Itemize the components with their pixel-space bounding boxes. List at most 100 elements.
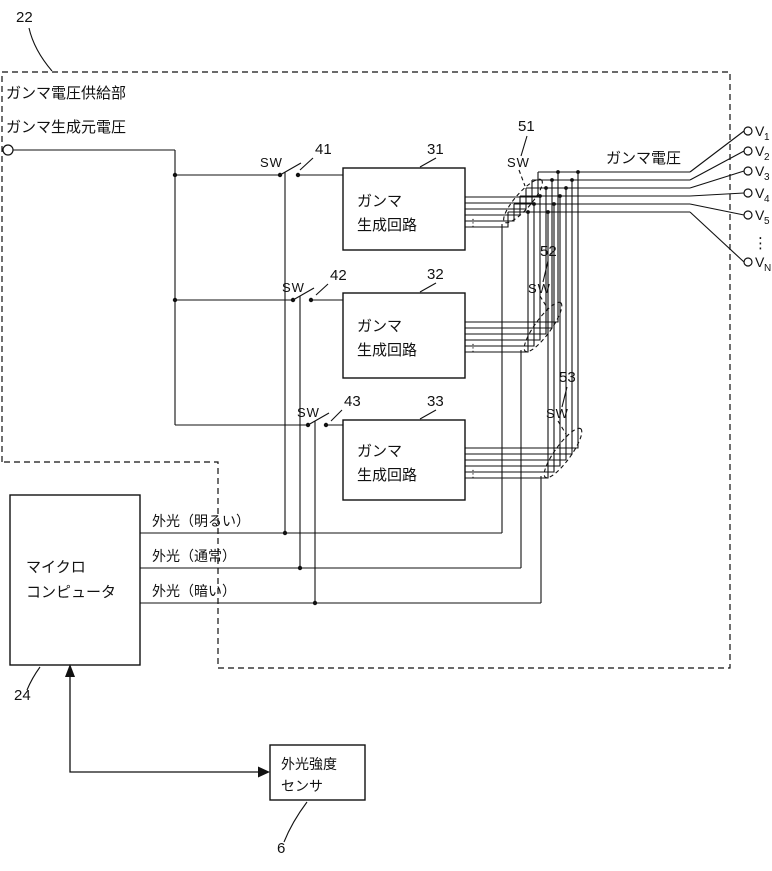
out-wire <box>465 188 567 461</box>
switch-43: SW 43 <box>175 393 361 428</box>
switch-group-51-ellipse <box>503 178 543 224</box>
ref-6-label: 6 <box>277 840 285 857</box>
out-wire <box>465 172 539 198</box>
out-wire <box>465 196 561 467</box>
lines-ellipsis: ⋮ <box>468 469 478 480</box>
out-wire <box>465 204 535 347</box>
ref-24-label: 24 <box>14 687 31 704</box>
contact-dot <box>295 172 301 178</box>
light-sensor: 外光強度 センサ 6 <box>269 744 366 857</box>
junction-dot <box>297 565 303 571</box>
switch-group-52: SW 52 <box>523 243 563 353</box>
out-wire <box>465 212 509 228</box>
supply-section-boundary <box>1 71 731 669</box>
contact-dot <box>290 297 296 303</box>
ref-22: 22 <box>16 9 53 72</box>
ref-22-leader <box>28 27 53 72</box>
contact-dot <box>305 422 311 428</box>
lines-ellipsis: ⋮ <box>468 218 478 229</box>
control-lines: 外光（明るい） 外光（通常） 外光（暗い） <box>140 172 542 606</box>
terminal-v5 <box>743 210 753 220</box>
source-bus <box>2 144 178 425</box>
sw51-leader <box>518 169 526 187</box>
supply-ref-label: 22 <box>16 9 33 26</box>
out-wire <box>465 212 529 353</box>
switch-43-arm <box>307 412 330 426</box>
terminal-v1 <box>743 126 753 136</box>
terminal-v2 <box>743 146 753 156</box>
switch-group-53-ellipse <box>543 427 583 479</box>
microcomputer-line1: マイクロ <box>26 559 86 576</box>
switch-42-arm <box>292 287 315 301</box>
terminal-v1-label: V <box>755 123 765 139</box>
terminal-v3-label: V <box>755 163 765 179</box>
ref-41-label: 41 <box>315 141 332 158</box>
gamma-gen-2-line2: 生成回路 <box>357 342 417 359</box>
junction-dot <box>312 600 318 606</box>
ref-52-leader <box>542 260 549 283</box>
fan-line <box>689 150 745 181</box>
junction-dot <box>282 530 288 536</box>
out-wire <box>465 188 527 210</box>
gamma-gen-rect-2 <box>342 292 466 379</box>
out-wire <box>465 212 549 479</box>
control-wire-dark <box>140 421 542 604</box>
ref-33-leader <box>419 409 437 420</box>
control-wire-bright <box>140 172 503 534</box>
out-wire <box>465 188 547 335</box>
ref-31-label: 31 <box>427 141 444 158</box>
gamma-voltage-label: ガンマ電圧 <box>606 150 681 167</box>
ref-32-leader <box>419 282 437 293</box>
fan-line <box>689 130 745 173</box>
terminal-v4-sub: 4 <box>764 194 770 205</box>
switch-42: SW 42 <box>175 267 347 303</box>
ref-42-leader <box>315 283 329 296</box>
terminal-v2-sub: 2 <box>764 152 770 163</box>
output-bundle-3: ⋮ <box>465 170 580 480</box>
control-label-dark: 外光（暗い） <box>152 583 236 599</box>
ref-6-leader <box>283 801 308 843</box>
ref-33-label: 33 <box>427 393 444 410</box>
terminal-v4 <box>743 188 753 198</box>
out-wire <box>465 172 559 323</box>
terminal-vn <box>743 257 753 267</box>
out-wire <box>465 180 533 204</box>
gamma-gen-1-line1: ガンマ <box>357 193 402 210</box>
out-wire <box>465 172 579 449</box>
terminal-v3 <box>743 166 753 176</box>
sw53-leader <box>557 420 567 435</box>
light-sensor-line2: センサ <box>281 778 323 794</box>
ref-51-label: 51 <box>518 118 535 135</box>
gamma-gen-rect-3 <box>342 419 466 501</box>
ref-51-leader <box>520 135 528 157</box>
sensor-wire <box>69 676 258 773</box>
ref-53-label: 53 <box>559 369 576 386</box>
terminal-v2-label: V <box>755 143 765 159</box>
terminal-vn-sub: N <box>764 263 771 274</box>
ref-43-leader <box>330 409 343 422</box>
microcomputer-rect <box>9 494 141 666</box>
gamma-gen-box-3: ガンマ 生成回路 33 <box>342 393 466 501</box>
fan-line <box>689 170 745 189</box>
supply-section-title: ガンマ電圧供給部 <box>6 85 126 102</box>
gamma-gen-2-line1: ガンマ <box>357 318 402 335</box>
terminals-ellipsis: ⋮ <box>753 235 768 252</box>
terminal-vn-label: V <box>755 254 765 270</box>
gamma-gen-3-line2: 生成回路 <box>357 467 417 484</box>
switch-group-53-sw-label: SW <box>546 406 569 421</box>
fan-line <box>689 211 745 263</box>
microcomputer-line2: コンピュータ <box>26 584 116 601</box>
ref-32-label: 32 <box>427 266 444 283</box>
control-wire-normal <box>140 296 522 569</box>
terminal-v5-sub: 5 <box>764 216 770 227</box>
contact-dot <box>323 422 329 428</box>
gamma-terminals: V 1 V 2 V 3 V 4 V 5 ⋮ V N <box>743 123 771 274</box>
gamma-gen-box-1: ガンマ 生成回路 31 <box>342 141 466 251</box>
switch-group-53: SW 53 <box>543 369 583 479</box>
gamma-gen-3-line1: ガンマ <box>357 443 402 460</box>
contact-dot <box>277 172 283 178</box>
ref-41-leader <box>299 157 314 171</box>
switch-41: SW 41 <box>175 141 343 178</box>
